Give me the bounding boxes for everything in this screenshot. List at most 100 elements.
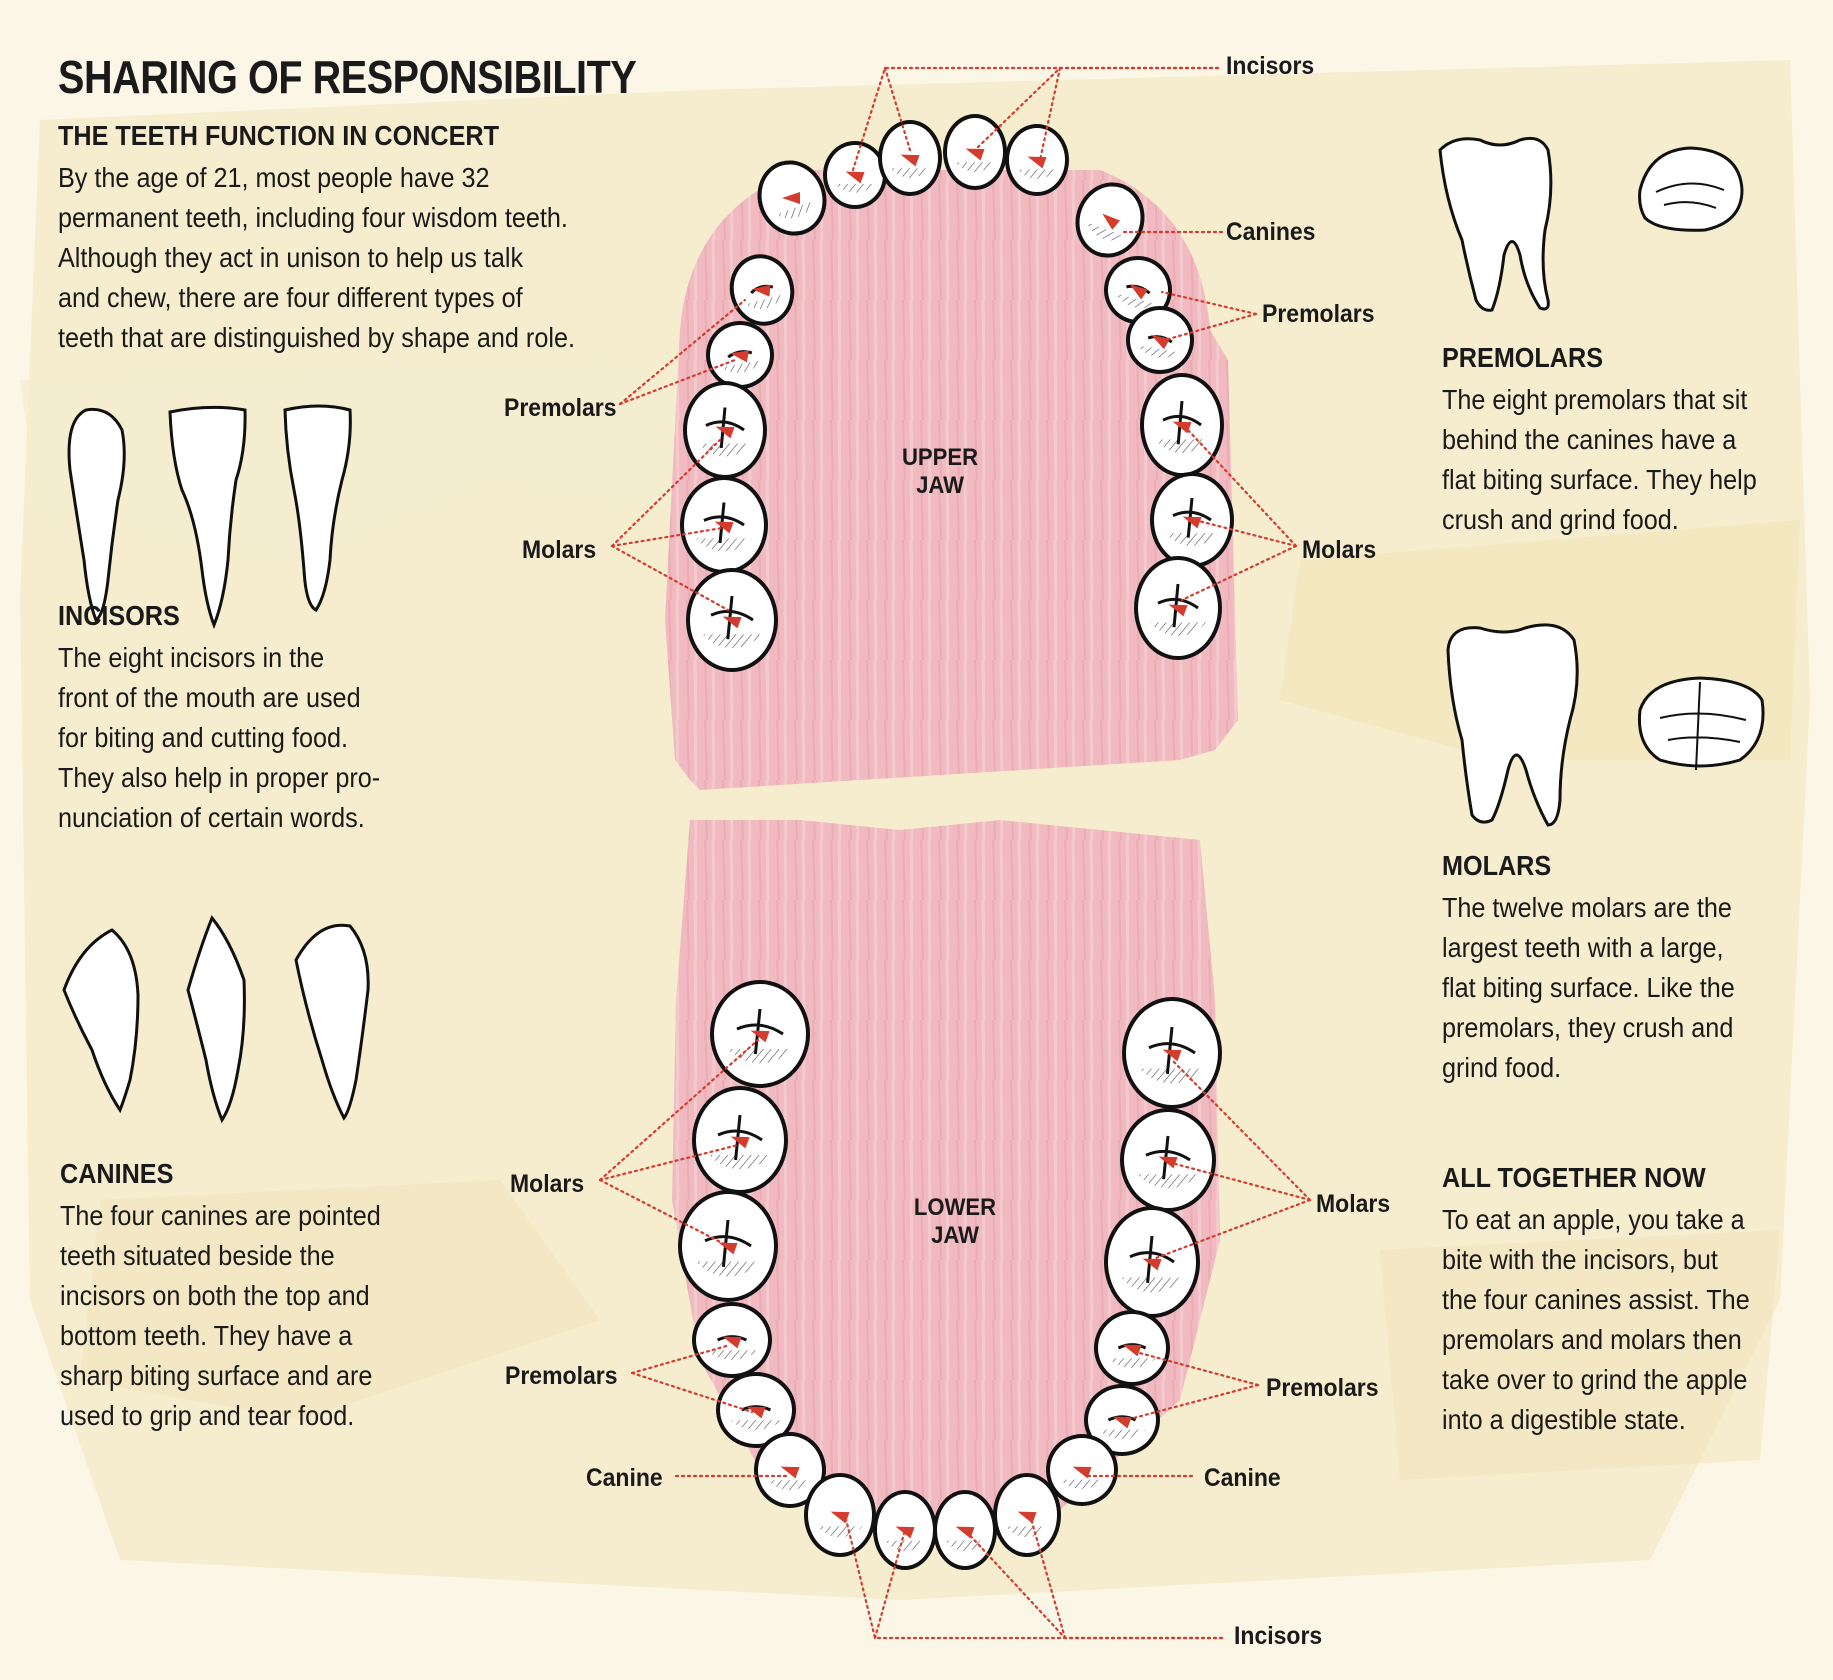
incisor-tooth-2: [168, 405, 247, 630]
leader-line-6: [1160, 290, 1258, 316]
leader-line-2: [883, 66, 912, 152]
lower-canine-right: [1046, 1434, 1118, 1506]
lower-canine-left-pointer: [780, 1466, 800, 1479]
lower-incisor-1-pointer: [830, 1511, 850, 1524]
leader-line-29: [873, 1528, 907, 1640]
upper-incisor-3-pointer: [965, 148, 985, 161]
upper-molar-r1: [1140, 373, 1224, 477]
incisors-heading: INCISORS: [58, 600, 180, 631]
page-title: SHARING OF RESPONSIBILITY: [58, 51, 637, 103]
incisor-illustrations: [67, 404, 352, 630]
upper-premolar-l2: [706, 321, 774, 389]
upper-incisor-1-pointer: [845, 171, 865, 184]
upper-canine-left: [757, 160, 827, 236]
lower-incisor-2: [873, 1490, 937, 1570]
upper-molar-r3-pointer: [1168, 604, 1188, 617]
callout-lower-premolars-right: Premolars: [1266, 1374, 1379, 1402]
leader-line-4: [1038, 66, 1062, 162]
intro-section: THE TEETH FUNCTION IN CONCERT By the age…: [58, 120, 632, 358]
molars-section: MOLARS The twelve molars are the largest…: [1442, 850, 1767, 1088]
upper-molar-r1-pointer: [1172, 421, 1192, 434]
upper-premolar-r2: [1126, 306, 1194, 374]
premolars-body: The eight premolars that sit behind the …: [1442, 384, 1757, 535]
lower-incisor-1: [804, 1473, 876, 1557]
lower-incisor-3: [933, 1490, 997, 1570]
molar-side-view: [1446, 623, 1579, 827]
teeth-group: [678, 114, 1234, 1570]
lower-molar-r2: [1120, 1108, 1216, 1212]
leader-line-24: [1134, 1350, 1260, 1387]
callout-lower-canine-right: Canine: [1204, 1464, 1281, 1492]
callout-upper-molars-left: Molars: [522, 536, 597, 564]
leader-line-25: [1124, 1383, 1260, 1422]
leader-line-30: [963, 1528, 1224, 1640]
together-body: To eat an apple, you take a bite with th…: [1442, 1204, 1750, 1435]
upper-molar-r2: [1150, 472, 1234, 568]
lower-jaw-label: LOWER JAW: [913, 1194, 997, 1249]
leader-line-3: [973, 66, 1220, 152]
upper-molar-r3: [1134, 556, 1222, 660]
lower-molar-r1-pointer: [1162, 1049, 1182, 1062]
leader-line-16: [598, 1038, 760, 1182]
lower-gum: [672, 820, 1220, 1520]
canine-tooth-3: [294, 923, 370, 1121]
canine-illustrations: [62, 915, 370, 1124]
callout-upper-incisors: Incisors: [1226, 52, 1315, 80]
together-heading: ALL TOGETHER NOW: [1442, 1162, 1706, 1193]
leader-line-21: [1154, 1198, 1312, 1260]
upper-canine-left-pointer: [782, 192, 800, 204]
molars-body: The twelve molars are the largest teeth …: [1442, 892, 1735, 1083]
upper-incisor-4: [1005, 124, 1069, 196]
upper-incisor-4-pointer: [1027, 156, 1047, 169]
incisors-section: INCISORS The eight incisors in the front…: [58, 600, 416, 838]
leader-line-19: [1170, 1058, 1312, 1202]
lower-molar-r1: [1122, 997, 1222, 1109]
callout-upper-canines: Canines: [1226, 218, 1316, 246]
together-section: ALL TOGETHER NOW To eat an apple, you ta…: [1442, 1162, 1784, 1440]
lower-canine-left: [754, 1432, 826, 1508]
lower-premolar-r2: [1084, 1384, 1160, 1456]
upper-canine-right-pointer: [1102, 213, 1120, 230]
upper-molar-l3-pointer: [722, 616, 742, 629]
callout-lower-molars-right: Molars: [1316, 1190, 1391, 1218]
canine-tooth-2: [186, 915, 246, 1124]
upper-jaw-label: UPPER JAW: [901, 444, 979, 499]
callout-lower-molars-left: Molars: [510, 1170, 585, 1198]
intro-body: By the age of 21, most people have 32 pe…: [58, 162, 575, 353]
upper-premolar-r2-pointer: [1151, 335, 1170, 350]
callout-upper-molars-right: Molars: [1302, 536, 1377, 564]
lower-premolar-l2: [716, 1372, 796, 1448]
upper-incisor-1: [823, 141, 887, 209]
lower-incisor-4: [993, 1473, 1061, 1557]
lower-premolar-l1: [692, 1302, 772, 1378]
lower-molar-l3-pointer: [718, 1242, 738, 1255]
leader-line-22: [630, 1343, 732, 1375]
premolars-heading: PREMOLARS: [1442, 342, 1604, 373]
canine-tooth-1: [62, 928, 140, 1114]
lower-molar-l2-pointer: [730, 1136, 750, 1149]
upper-molar-l1-pointer: [715, 426, 735, 439]
upper-canine-right: [1075, 182, 1145, 258]
premolar-top-view: [1638, 146, 1744, 232]
lower-premolar-l1-pointer: [722, 1336, 742, 1349]
lower-molar-l2: [692, 1086, 788, 1194]
premolar-side-view: [1438, 136, 1553, 312]
lower-molar-l1-pointer: [750, 1030, 770, 1043]
incisor-tooth-1: [67, 407, 126, 623]
callout-lower-canine-left: Canine: [586, 1464, 663, 1492]
molar-top-view: [1637, 676, 1765, 768]
upper-incisor-2: [878, 120, 942, 196]
upper-premolar-l1: [729, 254, 795, 326]
callout-lower-incisors: Incisors: [1234, 1622, 1323, 1650]
lower-premolar-l2-pointer: [746, 1406, 766, 1419]
intro-heading: THE TEETH FUNCTION IN CONCERT: [58, 120, 499, 151]
lower-canine-right-pointer: [1072, 1466, 1092, 1479]
upper-premolar-l1-pointer: [752, 284, 771, 297]
callout-lower-premolars-left: Premolars: [505, 1362, 618, 1390]
callout-upper-premolars-right: Premolars: [1262, 300, 1375, 328]
upper-molar-l3: [686, 568, 778, 672]
upper-molar-l2: [680, 476, 768, 574]
canines-heading: CANINES: [60, 1158, 174, 1189]
leader-line-12: [610, 544, 730, 612]
